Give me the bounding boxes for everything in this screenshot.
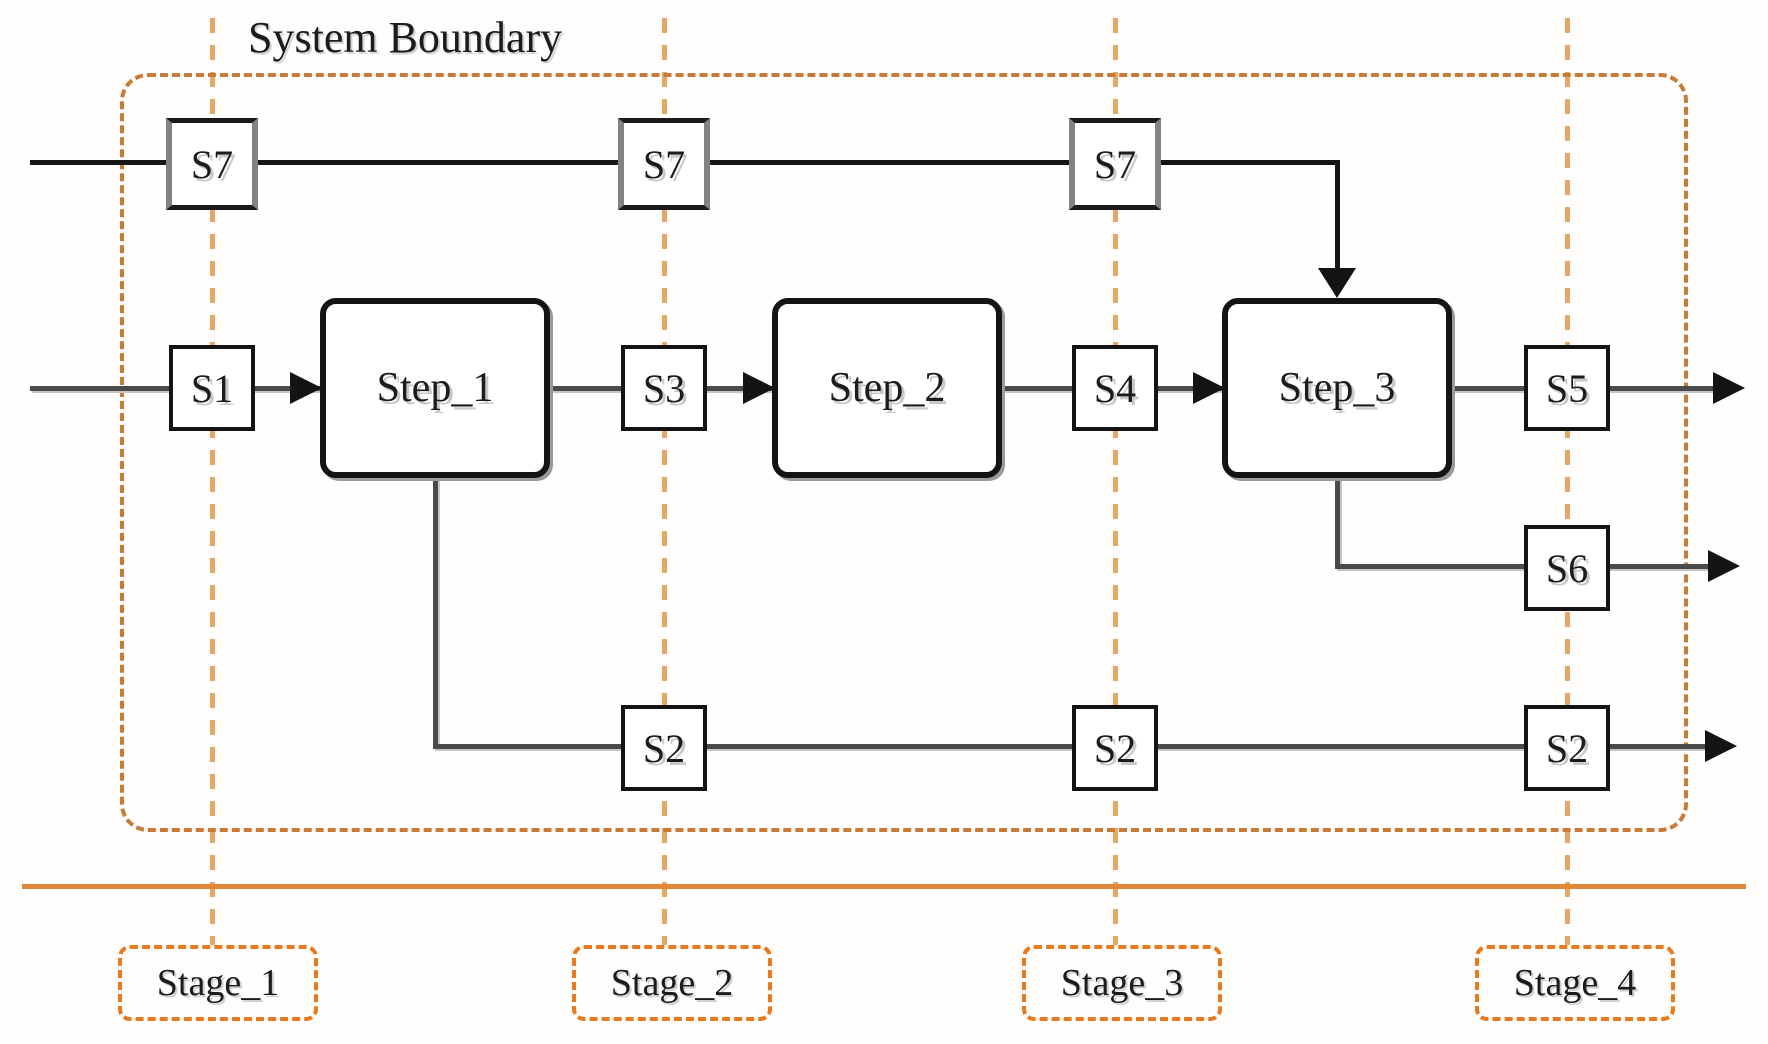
stream-box-s2-stage4: S2 xyxy=(1524,705,1610,791)
stage-line-3 xyxy=(1113,18,1118,945)
s7-label-3: S7 xyxy=(1093,141,1137,187)
step-1-box: Step_1 xyxy=(320,298,550,478)
stage-label-box-3: Stage_3 xyxy=(1022,945,1222,1021)
s2-label-2: S2 xyxy=(1093,725,1137,771)
s6-label: S6 xyxy=(1545,545,1589,591)
s2-label-1: S2 xyxy=(642,725,686,771)
divider-line xyxy=(22,884,1746,889)
step-3-label: Step_3 xyxy=(1278,365,1396,411)
stage-label-box-4: Stage_4 xyxy=(1475,945,1675,1021)
stage-line-4 xyxy=(1565,18,1570,945)
s5-label: S5 xyxy=(1545,365,1589,411)
step3-down-line xyxy=(1335,478,1340,568)
stage-4-label: Stage_4 xyxy=(1513,962,1637,1004)
step-3-box: Step_3 xyxy=(1222,298,1452,478)
system-boundary-label: System Boundary xyxy=(248,13,563,62)
s2-label-3: S2 xyxy=(1545,725,1589,771)
arrowhead-s2-exit xyxy=(1705,730,1737,762)
stream-box-s2-stage2: S2 xyxy=(621,705,707,791)
stage-2-label: Stage_2 xyxy=(610,962,734,1004)
arrowhead-into-step-1 xyxy=(290,372,322,404)
s3-label: S3 xyxy=(642,365,686,411)
arrowhead-main-exit xyxy=(1713,372,1745,404)
s7-to-step3-line xyxy=(1335,160,1340,272)
s6-stream-line xyxy=(1335,564,1710,569)
stage-3-label: Stage_3 xyxy=(1060,962,1184,1004)
stage-label-box-1: Stage_1 xyxy=(118,945,318,1021)
step-2-label: Step_2 xyxy=(828,365,946,411)
s1-label: S1 xyxy=(190,365,234,411)
stage-line-2 xyxy=(662,18,667,945)
stream-box-s7-stage1: S7 xyxy=(166,118,258,210)
stream-box-s4: S4 xyxy=(1072,345,1158,431)
step-2-box: Step_2 xyxy=(772,298,1002,478)
system-boundary-box xyxy=(120,73,1688,832)
s2-stream-line xyxy=(433,744,1707,749)
stage-1-label: Stage_1 xyxy=(156,962,280,1004)
s7-label-2: S7 xyxy=(642,141,686,187)
stream-box-s1: S1 xyxy=(169,345,255,431)
arrowhead-s6-exit xyxy=(1708,550,1740,582)
stream-box-s2-stage3: S2 xyxy=(1072,705,1158,791)
arrowhead-into-step-2 xyxy=(743,372,775,404)
stream-box-s3: S3 xyxy=(621,345,707,431)
arrowhead-into-step-3 xyxy=(1193,372,1225,404)
stream-box-s7-stage2: S7 xyxy=(618,118,710,210)
stage-line-1 xyxy=(210,18,215,945)
step-1-label: Step_1 xyxy=(376,365,494,411)
stream-box-s5: S5 xyxy=(1524,345,1610,431)
step1-down-line xyxy=(433,478,438,748)
s7-label-1: S7 xyxy=(190,141,234,187)
s4-label: S4 xyxy=(1093,365,1137,411)
arrowhead-into-step-3-top xyxy=(1318,268,1356,298)
stream-box-s7-stage3: S7 xyxy=(1069,118,1161,210)
stage-label-box-2: Stage_2 xyxy=(572,945,772,1021)
stream-box-s6: S6 xyxy=(1524,525,1610,611)
